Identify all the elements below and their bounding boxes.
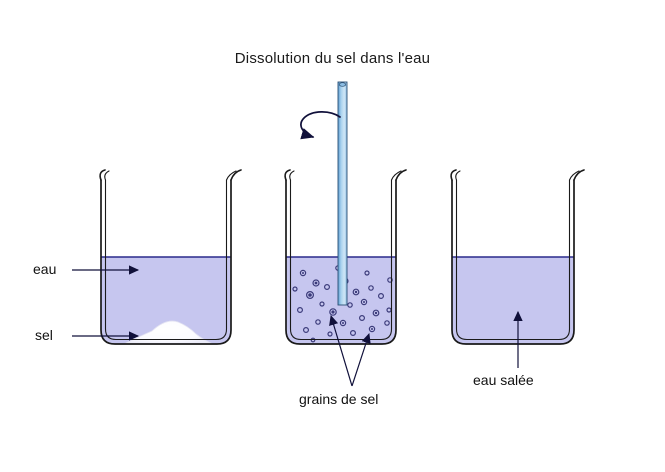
beaker-1-glass-inner [104,179,228,341]
salt-grain [339,319,347,327]
salt-grain [359,315,366,322]
beaker-water-and-salt [99,169,242,345]
label-eau-salee: eau salée [473,372,534,388]
salt-grain-core [371,328,373,330]
salt-grain [315,319,321,325]
label-grains-de-sel: grains de sel [299,391,379,407]
stirring-rod[interactable] [337,81,348,306]
beaker-1-rim-left-inner [104,170,110,181]
label-sel: sel [35,327,53,343]
salt-grain-core [308,293,312,297]
beaker-2-rim-left [284,169,291,181]
diagram-title: Dissolution du sel dans l'eau [234,50,431,67]
salt-grain-core [354,290,358,294]
salt-grain [312,279,320,287]
salt-grain [306,291,315,300]
salt-grain-core [363,301,365,303]
beaker-1-salt-pile [123,320,214,344]
salt-grain-core [331,310,335,314]
salt-grain [364,270,370,276]
salt-grain [368,285,374,291]
salt-grain-core [342,322,344,324]
salt-grain [378,293,385,300]
arrow-grains-left [329,314,353,387]
beaker-1-rim-right-inner [225,170,237,181]
salt-grain [368,325,376,333]
salt-grain-core [374,311,378,315]
salt-grain [384,320,390,326]
salt-grain [372,309,380,317]
salt-grain [299,269,307,277]
salt-grain-core [302,272,304,274]
salt-grain [347,302,353,308]
salt-grain [297,307,304,314]
beaker-3-water-fill [452,257,574,344]
arrow-grains-right [351,332,371,387]
beaker-3-rim-right-inner [568,170,580,181]
beaker-2-glass-inner [289,179,393,341]
beaker-1-rim-left [99,169,106,181]
salt-grain [303,327,310,334]
label-eau: eau [33,261,57,277]
beaker-3-rim-right [573,169,585,181]
salt-grain-group [292,265,393,343]
salt-grain [352,288,360,296]
salt-grain [319,301,325,307]
salt-grain [324,284,331,291]
beaker-2-rim-right [395,169,407,181]
beaker-2-rim-left-inner [289,170,295,181]
salt-grain [350,330,357,337]
beaker-2-glass-outer [285,179,397,345]
beaker-salt-water [450,169,585,345]
rotation-arrow-icon [300,111,341,140]
beaker-1-water-fill [101,257,231,344]
beaker-3-rim-left-inner [455,170,461,181]
beaker-1-rim-right [230,169,242,181]
beaker-2-rim-right-inner [390,170,402,181]
beaker-3-rim-left [450,169,457,181]
annotation-arrows [72,265,523,387]
beaker-stirring [284,81,407,345]
salt-grain [292,286,298,292]
salt-grain [360,298,368,306]
beaker-3-glass-outer [451,179,575,345]
beaker-3-glass-inner [455,179,571,341]
salt-grain [387,277,393,283]
salt-grain-core [314,281,318,285]
salt-grain [327,331,333,337]
